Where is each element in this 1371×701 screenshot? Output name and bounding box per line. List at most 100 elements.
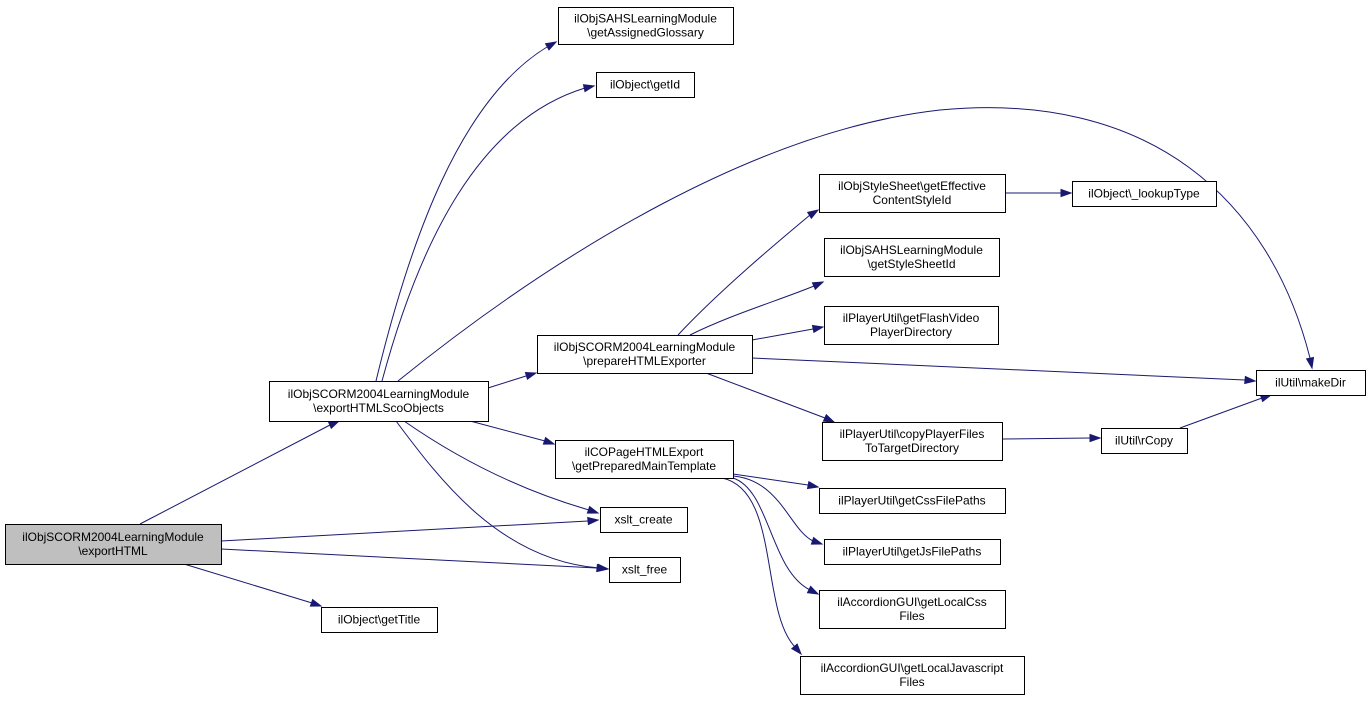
node-xfree[interactable]: xslt_free — [609, 557, 681, 583]
node-box[interactable] — [800, 656, 1025, 695]
node-rcopy[interactable]: ilUtil\rCopy — [1101, 428, 1188, 454]
node-css[interactable]: ilPlayerUtil\getCssFilePaths — [819, 488, 1006, 514]
edge-sco-to-xfree — [395, 420, 610, 573]
node-label: xslt_create — [614, 513, 672, 527]
node-label: Files — [899, 609, 924, 623]
node-box[interactable] — [5, 524, 222, 565]
node-label: ilObjStyleSheet\getEffective — [838, 179, 986, 193]
arrow-head — [544, 41, 558, 51]
node-gettitle[interactable]: ilObject\getTitle — [321, 607, 438, 633]
node-label: \exportHTMLScoObjects — [313, 401, 444, 415]
edge-line — [732, 475, 814, 542]
edge-line — [677, 214, 811, 336]
edge-copage-to-css — [732, 473, 820, 490]
arrow-head — [806, 209, 820, 220]
arrow-head — [586, 505, 600, 514]
node-label: ilObjSCORM2004LearningModule — [22, 530, 204, 544]
arrow-head — [822, 413, 836, 423]
edge-effstyle-to-lookup — [1005, 188, 1073, 198]
node-xcreate[interactable]: xslt_create — [600, 507, 688, 533]
node-box[interactable] — [819, 590, 1006, 629]
node-box[interactable] — [819, 174, 1006, 213]
arrow-head — [542, 436, 556, 445]
node-effstyle[interactable]: ilObjStyleSheet\getEffectiveContentStyle… — [819, 174, 1006, 213]
edge-line — [487, 375, 527, 389]
edge-sco-to-getid — [381, 84, 596, 382]
node-box[interactable] — [555, 440, 734, 479]
edge-prep-to-stylesheet — [689, 281, 825, 336]
edge-line — [139, 424, 331, 525]
edge-copage-to-acccss — [732, 477, 820, 595]
node-label: ilPlayerUtil\getFlashVideo — [843, 311, 980, 325]
node-copage[interactable]: ilCOPageHTMLExport\getPreparedMainTempla… — [555, 440, 734, 479]
node-label: ilObject\_lookupType — [1088, 187, 1200, 201]
node-box[interactable] — [321, 607, 438, 633]
node-copyplayer[interactable]: ilPlayerUtil\copyPlayerFilesToTargetDire… — [822, 422, 1003, 461]
node-box[interactable] — [596, 72, 695, 98]
edge-line — [1001, 437, 1091, 440]
node-js[interactable]: ilPlayerUtil\getJsFilePaths — [824, 539, 1001, 565]
arrow-head — [327, 420, 341, 430]
node-label: ilAccordionGUI\getLocalCss — [837, 595, 986, 609]
node-box[interactable] — [1072, 181, 1217, 207]
node-getid[interactable]: ilObject\getId — [596, 72, 695, 98]
node-label: Files — [899, 675, 924, 689]
node-box[interactable] — [1256, 370, 1366, 396]
node-flash[interactable]: ilPlayerUtil\getFlashVideoPlayerDirector… — [824, 306, 999, 345]
node-box[interactable] — [269, 381, 489, 422]
arrow-head — [309, 598, 323, 607]
node-box[interactable] — [600, 507, 688, 533]
node-root[interactable]: ilObjSCORM2004LearningModule\exportHTML — [5, 524, 222, 565]
node-makedir[interactable]: ilUtil\makeDir — [1256, 370, 1366, 396]
node-label: ilObjSCORM2004LearningModule — [554, 340, 736, 354]
node-sco[interactable]: ilObjSCORM2004LearningModule\exportHTMLS… — [269, 381, 489, 422]
node-label: ilPlayerUtil\getCssFilePaths — [838, 494, 985, 508]
node-box[interactable] — [824, 306, 999, 345]
node-box[interactable] — [824, 238, 1000, 277]
edge-line — [381, 87, 586, 382]
arrow-head — [806, 585, 820, 595]
node-box[interactable] — [537, 335, 753, 374]
node-label: ilUtil\rCopy — [1115, 434, 1173, 448]
node-lookup[interactable]: ilObject\_lookupType — [1072, 181, 1217, 207]
node-box[interactable] — [824, 539, 1001, 565]
arrow-head — [810, 536, 824, 545]
node-box[interactable] — [1101, 428, 1188, 454]
node-box[interactable] — [822, 422, 1003, 461]
node-box[interactable] — [609, 557, 681, 583]
arrow-head — [811, 281, 825, 291]
edge-copage-to-accjs — [721, 477, 802, 656]
edge-line — [183, 563, 313, 604]
node-label: ilObject\getId — [610, 78, 680, 92]
node-label: ContentStyleId — [873, 193, 952, 207]
node-prep[interactable]: ilObjSCORM2004LearningModule\prepareHTML… — [537, 335, 753, 374]
arrow-head — [524, 371, 538, 381]
edge-line — [395, 420, 600, 569]
node-label: ilObject\getTitle — [338, 613, 421, 627]
node-box[interactable] — [558, 7, 734, 45]
node-box[interactable] — [819, 488, 1006, 514]
node-glossary[interactable]: ilObjSAHSLearningModule\getAssignedGloss… — [558, 7, 734, 45]
edge-prep-to-flash — [751, 324, 825, 341]
edge-prep-to-copyplayer — [705, 372, 836, 423]
edge-line — [220, 520, 589, 542]
node-label: ilPlayerUtil\getJsFilePaths — [843, 545, 982, 559]
edge-line — [689, 285, 815, 336]
edge-copage-to-js — [732, 475, 824, 545]
edge-sco-to-makedir — [397, 107, 1315, 382]
node-stylesheet[interactable]: ilObjSAHSLearningModule\getStyleSheetId — [824, 238, 1000, 277]
edge-prep-to-makedir — [751, 357, 1257, 385]
edge-sco-to-glossary — [375, 41, 558, 382]
arrow-head — [806, 480, 820, 490]
arrow-head — [1060, 188, 1073, 198]
arrow-head — [811, 324, 825, 334]
node-label: \getAssignedGlossary — [587, 26, 704, 40]
edge-root-to-gettitle — [183, 563, 323, 607]
edge-root-to-sco — [139, 420, 341, 525]
node-label: \prepareHTMLExporter — [583, 354, 706, 368]
node-label: ilAccordionGUI\getLocalJavascript — [821, 661, 1004, 675]
edge-root-to-xfree — [220, 548, 609, 573]
